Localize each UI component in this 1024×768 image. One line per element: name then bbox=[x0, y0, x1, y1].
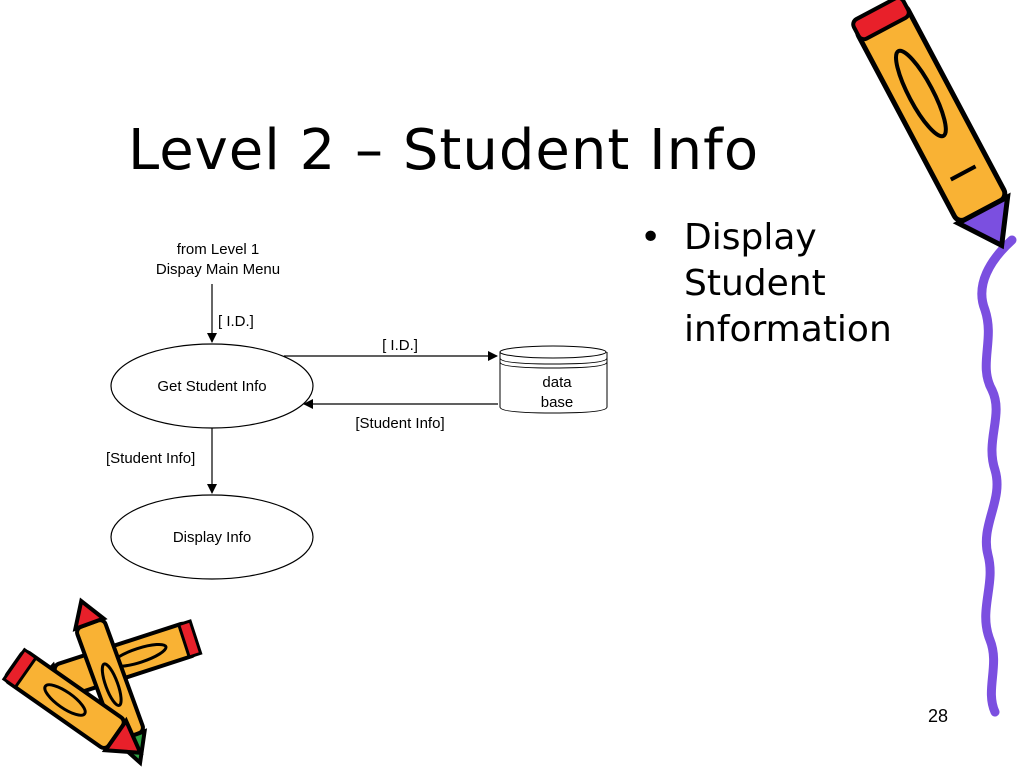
bullet-item: • Display Student information bbox=[640, 215, 940, 353]
arrow-to-db-label: [ I.D.] bbox=[382, 337, 418, 354]
arrow-in-label: [ I.D.] bbox=[218, 313, 254, 330]
arrow-from-db-label: [Student Info] bbox=[355, 415, 444, 432]
process-display-info bbox=[110, 494, 314, 580]
page-number: 28 bbox=[928, 706, 949, 726]
bullet-text: Display Student information bbox=[684, 217, 892, 350]
arrow-down-label: [Student Info] bbox=[106, 450, 195, 467]
source-label-line1: from Level 1 bbox=[177, 241, 260, 258]
process-display-label: Display Info bbox=[173, 529, 251, 546]
database-cylinder bbox=[499, 345, 608, 414]
bullet-marker: • bbox=[640, 217, 662, 258]
db-label-line1: data bbox=[542, 374, 572, 391]
slide-title: Level 2 – Student Info bbox=[128, 118, 760, 183]
bullet-list: • Display Student information bbox=[640, 215, 940, 353]
source-label-line2: Dispay Main Menu bbox=[156, 261, 280, 278]
process-get-label: Get Student Info bbox=[157, 378, 266, 395]
db-label-line2: base bbox=[541, 394, 574, 411]
